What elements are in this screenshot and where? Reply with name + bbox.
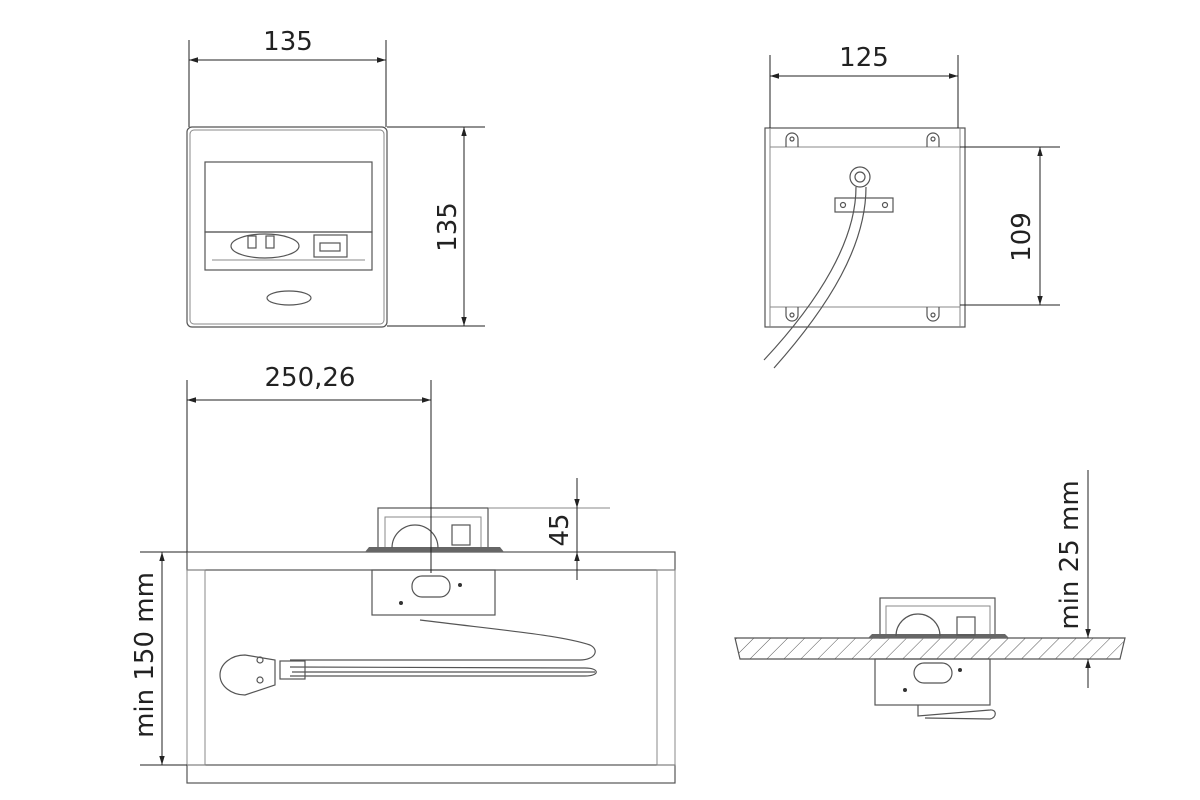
back-hole-label: 109 [1007,212,1037,262]
protrusion-dimension: 45 [488,478,610,580]
offset-label: 250,26 [265,363,356,393]
back-view [763,127,966,369]
front-height-dimension: 135 [387,126,485,327]
back-width-label: 125 [839,43,889,73]
front-height-label: 135 [433,202,463,252]
front-view [186,126,388,328]
lid [204,161,373,233]
front-width-dimension: 135 [188,27,387,127]
protrusion-label: 45 [545,513,575,546]
offset-dimension: 250,26 [186,363,432,573]
min-thickness-dimension: min 25 mm [1055,470,1091,688]
back-hole-dimension: 109 [960,146,1060,306]
min-depth-label: min 150 mm [130,572,160,738]
socket-icon [230,233,300,259]
min-depth-dimension: min 150 mm [130,551,187,766]
plug-icon [219,654,276,696]
front-width-label: 135 [263,27,313,57]
thickness-view [734,597,1126,720]
switch-icon [313,234,348,258]
power-cord [219,619,597,696]
logo-oval [266,290,312,306]
back-width-dimension: 125 [769,43,959,128]
min-thickness-label: min 25 mm [1055,480,1085,629]
mounting-holes [785,132,940,322]
cable-clamp [834,166,894,213]
cable [763,186,857,361]
